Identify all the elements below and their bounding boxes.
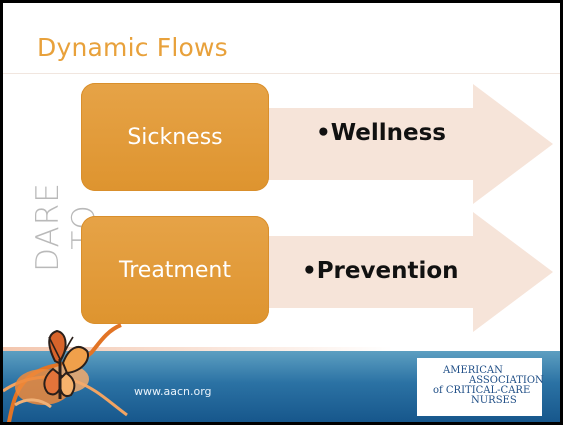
side-label: DARE TO — [30, 182, 102, 272]
logo-line-2: ASSOCIATION — [469, 375, 544, 386]
logo-line-3: of CRITICAL-CARE — [433, 385, 531, 396]
source-box-treatment: Treatment — [81, 216, 269, 324]
footer-url: www.aacn.org — [134, 385, 212, 398]
slide-title: Dynamic Flows — [37, 33, 228, 62]
source-box-label: Sickness — [127, 124, 223, 150]
butterfly-graphic — [3, 323, 128, 422]
title-divider — [3, 73, 560, 74]
target-label: Prevention — [316, 258, 459, 284]
target-label: Wellness — [330, 120, 446, 146]
flow-arrow-1 — [223, 84, 553, 204]
bullet-symbol: • — [316, 120, 331, 146]
source-box-label: Treatment — [119, 257, 231, 283]
logo-line-4: NURSES — [471, 395, 517, 406]
target-text-wellness: •Wellness — [316, 120, 446, 146]
source-box-sickness: Sickness — [81, 83, 269, 191]
footer-banner: www.aacn.org AMERICAN ASSOCIATION of CRI… — [3, 341, 560, 422]
bullet-symbol: • — [302, 258, 317, 284]
slide-canvas: Dynamic Flows DARE TO Sickness •Wellness… — [3, 3, 560, 422]
target-text-prevention: •Prevention — [302, 258, 459, 284]
aacn-logo: AMERICAN ASSOCIATION of CRITICAL-CARE NU… — [417, 358, 544, 416]
logo-line-1: AMERICAN — [443, 365, 503, 376]
flow-arrow-2 — [223, 212, 553, 332]
